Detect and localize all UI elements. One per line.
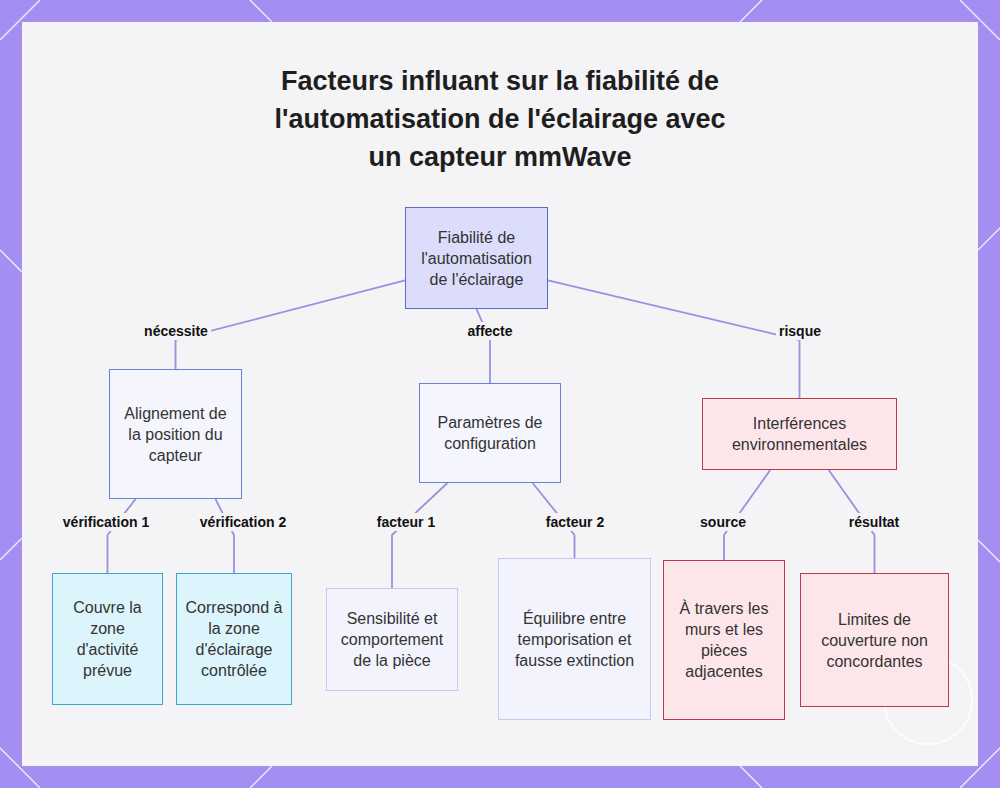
connector-line	[215, 499, 234, 573]
node-text: À travers les murs et les pièces adjacen…	[672, 598, 776, 682]
node-text: Interférences environnementales	[711, 413, 888, 455]
connector-line	[108, 499, 136, 573]
concept-box: Paramètres de configuration	[419, 383, 561, 483]
node-text: Correspond à la zone d'éclairage contrôl…	[185, 597, 283, 681]
concept-box: À travers les murs et les pièces adjacen…	[663, 560, 785, 720]
edge-label: résultat	[846, 513, 903, 531]
node-text: Paramètres de configuration	[428, 412, 552, 454]
edge-label: risque	[776, 322, 824, 340]
node-text: Sensibilité et comportement de la pièce	[335, 608, 449, 671]
edge-label: facteur 2	[543, 513, 607, 531]
concept-box: Correspond à la zone d'éclairage contrôl…	[176, 573, 292, 705]
node-text: Limites de couverture non concordantes	[809, 609, 940, 672]
concept-box: Fiabilité de l'automatisation de l'éclai…	[405, 207, 548, 309]
node-text: Couvre la zone d'activité prévue	[61, 597, 154, 681]
concept-box: Équilibre entre temporisation et fausse …	[498, 558, 651, 720]
concept-box: Alignement de la position du capteur	[109, 369, 242, 499]
concept-box: Interférences environnementales	[702, 398, 897, 470]
edge-label: nécessite	[141, 322, 211, 340]
concept-box: Couvre la zone d'activité prévue	[52, 573, 163, 705]
node-text: Fiabilité de l'automatisation de l'éclai…	[414, 227, 539, 290]
edge-label: affecte	[464, 322, 515, 340]
connector-line	[477, 309, 491, 383]
edge-label: vérification 1	[60, 513, 152, 531]
concept-box: Limites de couverture non concordantes	[800, 573, 949, 707]
node-text: Alignement de la position du capteur	[118, 403, 233, 466]
connector-line	[548, 280, 800, 398]
connector-line	[392, 483, 447, 588]
edge-label: facteur 1	[374, 513, 438, 531]
node-text: Équilibre entre temporisation et fausse …	[507, 608, 642, 671]
concept-box: Sensibilité et comportement de la pièce	[326, 588, 458, 691]
edge-label: vérification 2	[197, 513, 289, 531]
edge-label: source	[697, 513, 749, 531]
diagram-title: Facteurs influant sur la fiabilité de l'…	[262, 62, 738, 176]
